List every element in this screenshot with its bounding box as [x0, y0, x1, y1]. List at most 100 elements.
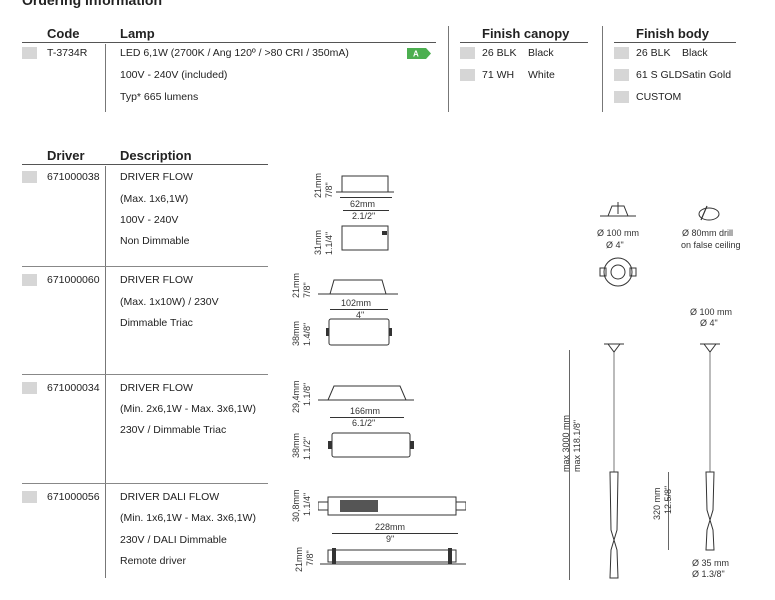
body-header-rule — [614, 42, 736, 43]
driver-desc-line: DRIVER FLOW — [120, 171, 193, 183]
canopy-option-checkbox[interactable] — [460, 47, 475, 59]
canopy-option-code: 71 WH — [482, 69, 515, 81]
body-option-name: Satin Gold — [682, 69, 732, 81]
driver-code: 671000056 — [47, 491, 100, 503]
dim-line — [343, 210, 389, 211]
body-option-code: 26 BLK — [636, 47, 671, 59]
lamp-col-divider — [105, 44, 106, 112]
driver-desc-line: (Min. 2x6,1W - Max. 3x6,1W) — [120, 403, 256, 415]
body-option-code: CUSTOM — [636, 91, 682, 103]
body-option-checkbox[interactable] — [614, 47, 629, 59]
canopy-option-code: 26 BLK — [482, 47, 517, 59]
driver-w-in: 9" — [386, 534, 395, 544]
lamp-spec-line: LED 6,1W (2700K / Ang 120º / >80 CRI / 3… — [120, 47, 349, 59]
driver-h1-in: 7/8" — [302, 282, 312, 298]
driver-w-mm: 102mm — [341, 298, 372, 308]
driver-w-in: 2.1/2" — [352, 211, 376, 221]
body-length-in: 12.5/8" — [663, 485, 673, 514]
order-checkbox-lamp[interactable] — [22, 47, 37, 59]
lamp-spec-line: Typ* 665 lumens — [120, 91, 199, 103]
driver-desc-line: 230V / Dimmable Triac — [120, 424, 227, 436]
driver-header: Driver — [47, 148, 85, 163]
base-diameter-mm: Ø 35 mm — [692, 558, 730, 568]
driver-h2-mm: 21mm — [294, 546, 304, 572]
cable-length-mm: max 3000 mm — [561, 414, 571, 472]
driver-desc-line: Remote driver — [120, 555, 186, 567]
body-option-checkbox[interactable] — [614, 91, 629, 103]
driver-side-drawing — [318, 385, 414, 401]
driver-front-drawing — [328, 432, 414, 458]
driver-h1-mm: 21mm — [313, 172, 323, 198]
body-option-checkbox[interactable] — [614, 69, 629, 81]
driver-h2-in: 1.1/2" — [302, 436, 312, 460]
driver-h1-in: 1.1/8" — [302, 382, 312, 406]
driver-w-mm: 166mm — [350, 406, 381, 416]
driver-w-mm: 228mm — [375, 522, 406, 532]
driver-w-mm: 62mm — [350, 199, 376, 209]
driver-side-drawing — [336, 175, 394, 193]
driver-h2-in: 1.1/4" — [324, 231, 334, 255]
canopy2-diameter-in: Ø 4" — [700, 318, 718, 328]
driver-w-in: 4" — [356, 310, 365, 320]
canopy-diameter-in: Ø 4" — [606, 240, 624, 250]
drill-icon — [698, 205, 720, 221]
driver-desc-line: Non Dimmable — [120, 235, 190, 247]
driver-desc-line: (Max. 1x6,1W) — [120, 193, 189, 205]
canopy-option-checkbox[interactable] — [460, 69, 475, 81]
driver-front-drawing — [320, 548, 466, 565]
canopy-bottom-view-icon — [599, 257, 637, 287]
lamp-header-rule — [22, 42, 436, 43]
page-title: Ordering information — [22, 0, 162, 8]
driver-col-divider — [105, 166, 106, 578]
base-diameter-in: Ø 1.3/8" — [692, 569, 725, 579]
driver-h1-mm: 29,4mm — [291, 380, 301, 413]
drill-note: on false ceiling — [681, 240, 741, 250]
canopy-header-rule — [460, 42, 588, 43]
canopy-left-rule — [448, 26, 449, 112]
driver-front-drawing — [326, 318, 392, 346]
row-divider — [22, 374, 268, 375]
driver-front-drawing — [341, 225, 389, 251]
driver-w-in: 6.1/2" — [352, 418, 376, 428]
canopy2-diameter-mm: Ø 100 mm — [690, 307, 733, 317]
row-divider — [22, 483, 268, 484]
driver-code: 671000034 — [47, 382, 100, 394]
dim-line — [330, 417, 404, 418]
driver-desc-line: (Max. 1x10W) / 230V — [120, 296, 219, 308]
drill-diameter: Ø 80mm drill — [682, 228, 734, 238]
order-checkbox-driver[interactable] — [22, 171, 37, 183]
driver-desc-line: DRIVER DALI FLOW — [120, 491, 220, 503]
body-option-code: 61 S GLD — [636, 69, 683, 81]
lamp-header: Lamp — [120, 26, 155, 41]
driver-h1-mm: 30,8mm — [291, 489, 301, 522]
body-dim-line — [668, 472, 669, 550]
energy-class-label: A — [413, 50, 419, 59]
canopy-mount-icon — [600, 202, 636, 217]
driver-code: 671000038 — [47, 171, 100, 183]
body-length-mm: 320 mm — [652, 487, 662, 520]
order-checkbox-driver[interactable] — [22, 491, 37, 503]
dim-line — [332, 533, 458, 534]
pendant-drawing-side — [700, 343, 720, 551]
driver-h1-in: 1.1/4" — [302, 492, 312, 516]
driver-h2-in: 1.4/8" — [302, 322, 312, 346]
lamp-code: T-3734R — [47, 47, 88, 59]
lamp-spec-line: 100V - 240V (included) — [120, 69, 228, 81]
driver-desc-line: 230V / DALI Dimmable — [120, 534, 227, 546]
dim-line — [330, 309, 388, 310]
order-checkbox-driver[interactable] — [22, 382, 37, 394]
driver-h1-in: 7/8" — [324, 182, 334, 198]
finish-body-header: Finish body — [636, 26, 709, 41]
body-option-name: Black — [682, 47, 708, 59]
canopy-option-name: Black — [528, 47, 554, 59]
driver-desc-line: DRIVER FLOW — [120, 274, 193, 286]
driver-desc-line: Dimmable Triac — [120, 317, 193, 329]
dim-line — [340, 197, 392, 198]
cable-dim-line — [569, 350, 570, 580]
driver-side-drawing — [318, 496, 466, 516]
driver-h2-mm: 38mm — [291, 320, 301, 346]
body-left-rule — [602, 26, 603, 112]
driver-header-rule — [22, 164, 268, 165]
driver-h2-in: 7/8" — [305, 550, 315, 566]
order-checkbox-driver[interactable] — [22, 274, 37, 286]
